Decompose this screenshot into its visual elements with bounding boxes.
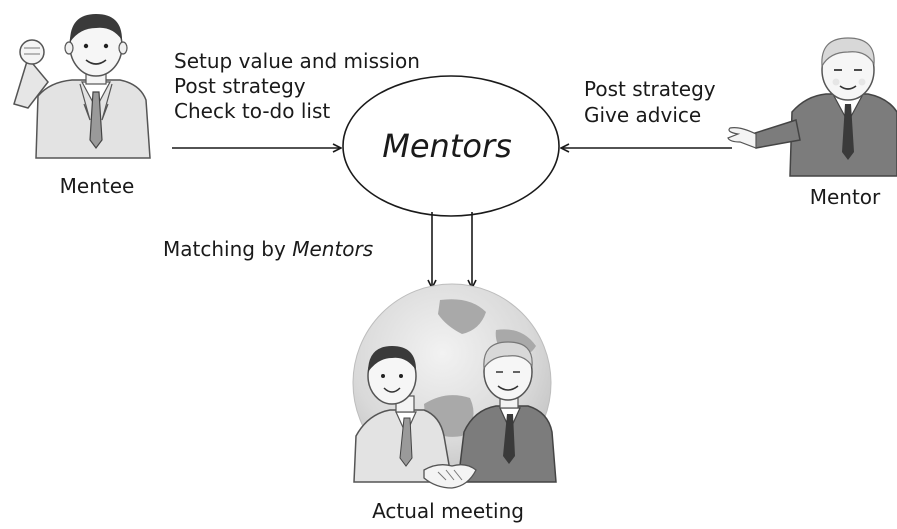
mentor-illustration: [727, 37, 897, 177]
mentee-illustration: [13, 14, 151, 159]
mentee-action-3: Check to-do list: [174, 99, 330, 123]
actual-meeting-illustration: [352, 283, 557, 489]
matching-emphasis: Mentors: [292, 237, 373, 261]
meeting-label: Actual meeting: [372, 499, 524, 523]
mentor-action-2: Give advice: [584, 103, 701, 127]
mentor-action-1: Post strategy: [584, 77, 716, 101]
mentee-label: Mentee: [60, 174, 135, 198]
mentee-action-1: Setup value and mission: [174, 49, 420, 73]
handshake-icon: [423, 464, 477, 489]
mentors-hub: [342, 75, 560, 217]
mentor-label: Mentor: [810, 185, 881, 209]
matching-label: Matching by Mentors: [163, 237, 373, 261]
hub-label: Mentors: [382, 127, 512, 165]
mentee-action-2: Post strategy: [174, 74, 306, 98]
matching-prefix: Matching by: [163, 237, 292, 261]
